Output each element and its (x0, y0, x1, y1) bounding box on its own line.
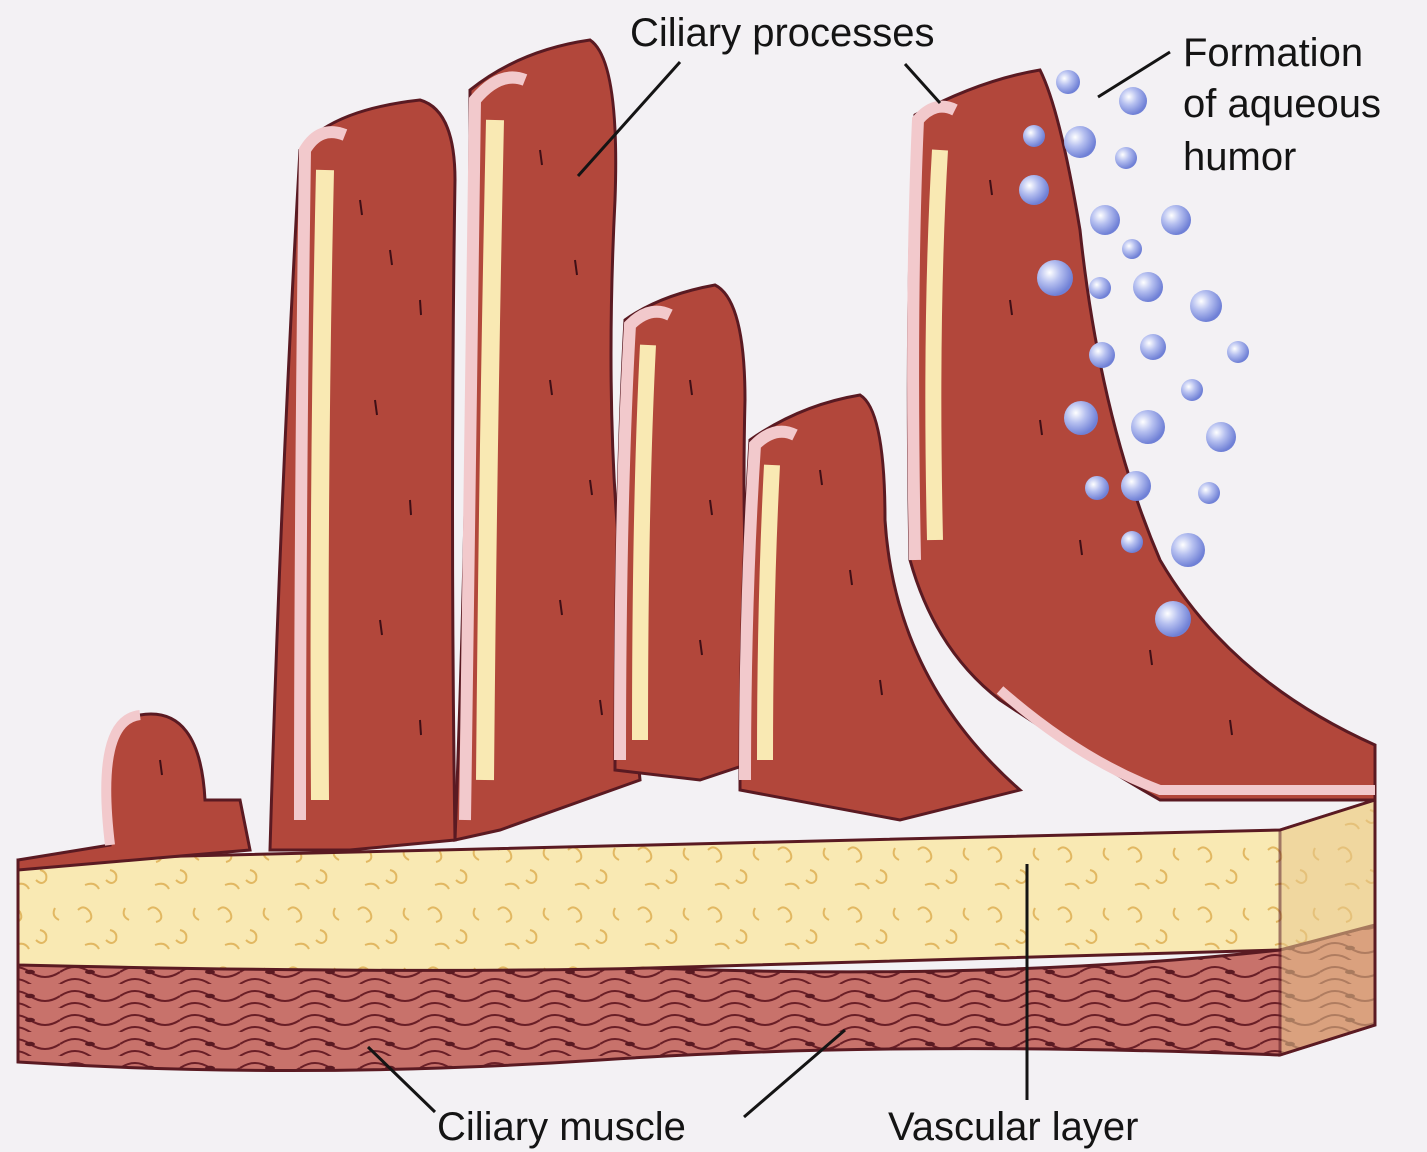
label-formation-line1: Formation (1183, 31, 1363, 75)
label-ciliary-processes: Ciliary processes (630, 11, 935, 55)
leader-ciliary-processes-right (905, 64, 940, 103)
label-vascular-layer: Vascular layer (888, 1105, 1138, 1149)
block-side-face (1280, 800, 1375, 1055)
ciliary-processes-folds (18, 40, 1375, 870)
label-ciliary-muscle: Ciliary muscle (437, 1105, 686, 1149)
fold-1 (18, 714, 250, 870)
label-formation-line2: of aqueous (1183, 82, 1381, 126)
label-formation-line3: humor (1183, 135, 1296, 179)
